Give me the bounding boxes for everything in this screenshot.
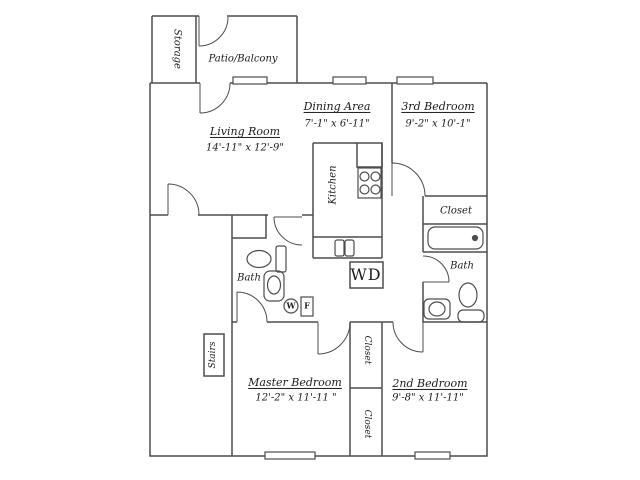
patio-living-door	[199, 82, 231, 114]
bed3-door	[391, 162, 426, 197]
left-bath-label: Bath	[237, 272, 261, 284]
kitchen-label: Kitchen	[327, 165, 339, 205]
living-room-label: Living Room	[209, 124, 281, 138]
bottom-closet-label: Closet	[361, 409, 372, 439]
right-bath-toilet	[423, 298, 451, 320]
master-door	[317, 321, 351, 355]
closet-column-walls	[349, 322, 383, 456]
master-bedroom-dims: 12'-2" x 11'-11 "	[255, 392, 337, 404]
dining-area-dims: 7'-1" x 6'-11"	[304, 118, 370, 130]
kitchen-walls	[312, 142, 383, 259]
storage-label: Storage	[171, 29, 183, 69]
furnace-box	[300, 296, 314, 317]
master-bedroom-label: Master Bedroom	[248, 375, 342, 389]
washer-dryer-label: WD	[350, 265, 382, 285]
entry-door	[167, 183, 200, 216]
left-bath-walls	[232, 215, 267, 239]
patio-top-door	[198, 16, 229, 47]
bedroom2-label: 2nd Bedroom	[392, 376, 468, 390]
right-bath-door	[422, 255, 450, 283]
right-bath-label: Bath	[450, 260, 474, 272]
right-bath-walls	[422, 196, 487, 322]
bedroom3-label: 3rd Bedroom	[401, 99, 475, 113]
living-room-dims: 14'-11" x 12'-9"	[206, 142, 284, 154]
stove	[357, 167, 382, 199]
pedestal-sink	[457, 282, 485, 323]
furnace-label: F	[304, 300, 310, 311]
bedroom3-dims: 9'-2" x 10'-1"	[405, 118, 471, 130]
stairs-label: Stairs	[208, 341, 219, 369]
window-top-2	[332, 76, 367, 85]
window-top-1	[232, 76, 268, 85]
bath-master-door	[236, 291, 268, 323]
window-top-3	[396, 76, 434, 85]
left-bath-door	[273, 216, 303, 246]
stairs-box	[203, 333, 225, 377]
hall-closet-label: Closet	[440, 205, 472, 217]
patio-storage-walls	[151, 15, 298, 83]
bedroom2-dims: 9'-8" x 11'-11"	[392, 392, 464, 404]
windows	[232, 76, 451, 460]
washer-dryer-box	[349, 261, 384, 289]
water-heater-circle	[283, 298, 299, 314]
bathtub	[427, 226, 484, 250]
mid-closet-label: Closet	[361, 335, 372, 365]
window-bottom-2	[414, 451, 451, 460]
fridge	[356, 142, 383, 168]
bed2-door	[392, 321, 424, 353]
window-bottom-1	[264, 451, 316, 460]
dining-area-label: Dining Area	[303, 99, 371, 113]
kitchen-sink	[334, 239, 355, 257]
left-bath-toilet	[263, 270, 285, 302]
patio-label: Patio/Balcony	[208, 53, 278, 65]
water-heater-label: W	[286, 300, 296, 311]
left-bath-vanity	[246, 245, 287, 273]
